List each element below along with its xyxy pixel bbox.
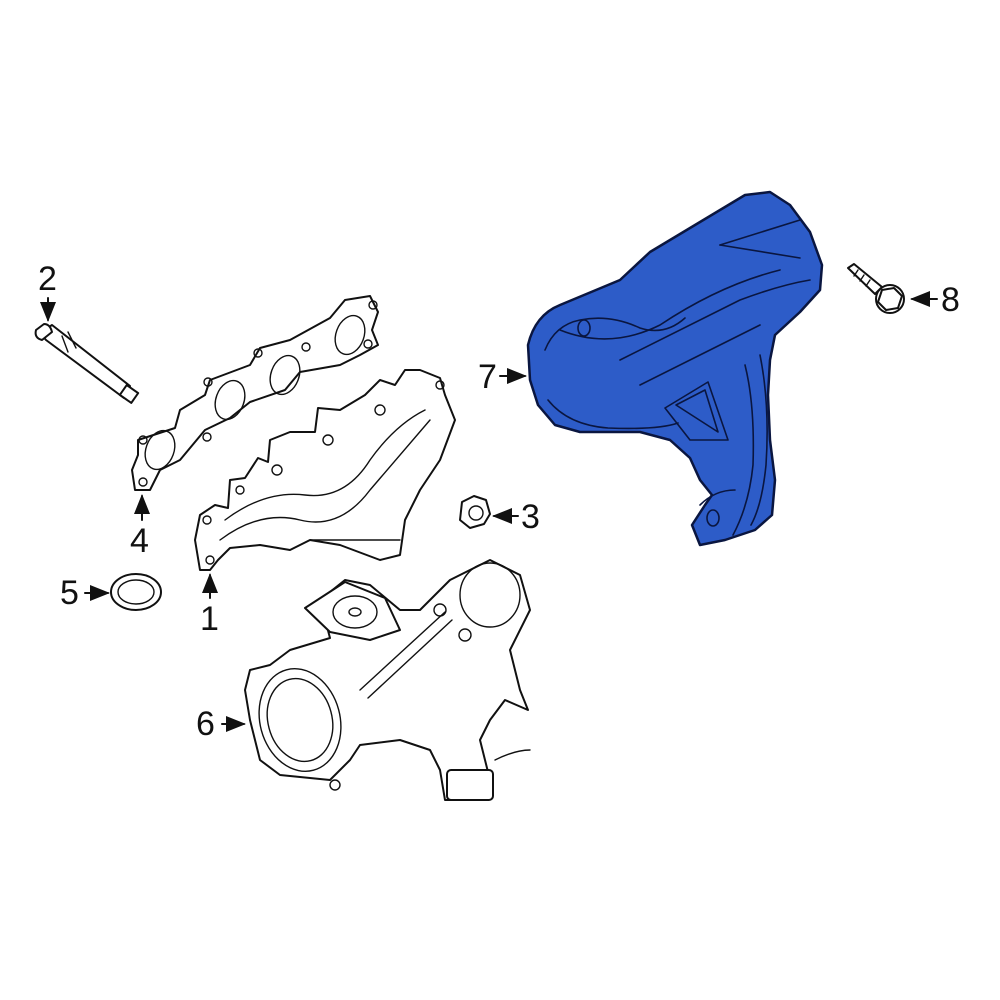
callout-label-6: 6 [196,705,215,743]
callout-arrows [40,291,938,732]
bolt-part[interactable] [847,263,905,314]
callout-label-1: 1 [200,600,219,638]
callout-label-4: 4 [130,522,149,560]
callout-label-3: 3 [521,498,540,536]
turbocharger-part[interactable] [244,559,531,801]
o-ring-part[interactable] [110,573,162,611]
heat-shield-part[interactable] [526,190,824,547]
gasket-part[interactable] [131,295,379,491]
exhaust-manifold-part[interactable] [194,369,456,571]
callout-label-2: 2 [38,260,57,298]
callout-label-7: 7 [478,358,497,396]
callout-label-8: 8 [941,281,960,319]
stud-part[interactable] [34,323,140,404]
callout-label-5: 5 [60,574,79,612]
nut-part[interactable] [459,495,491,529]
